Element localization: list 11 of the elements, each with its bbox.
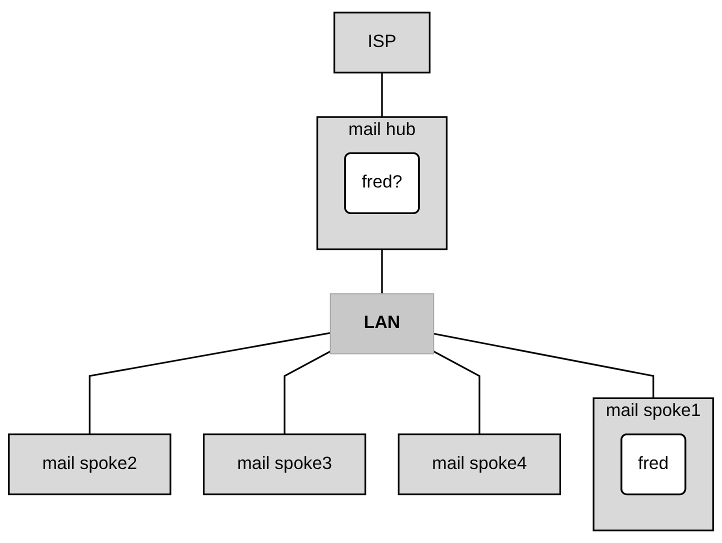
node-box: mail spoke4 bbox=[398, 433, 562, 496]
connector bbox=[433, 350, 480, 434]
connector bbox=[381, 249, 383, 294]
connector bbox=[433, 332, 654, 398]
connector bbox=[88, 332, 331, 434]
connector bbox=[381, 72, 383, 118]
node-box: mail spoke2 bbox=[8, 433, 172, 496]
node-box: LAN bbox=[330, 293, 434, 354]
node-box: ISP bbox=[334, 12, 430, 74]
connector bbox=[284, 350, 331, 434]
node-box: mail spoke3 bbox=[202, 433, 366, 496]
